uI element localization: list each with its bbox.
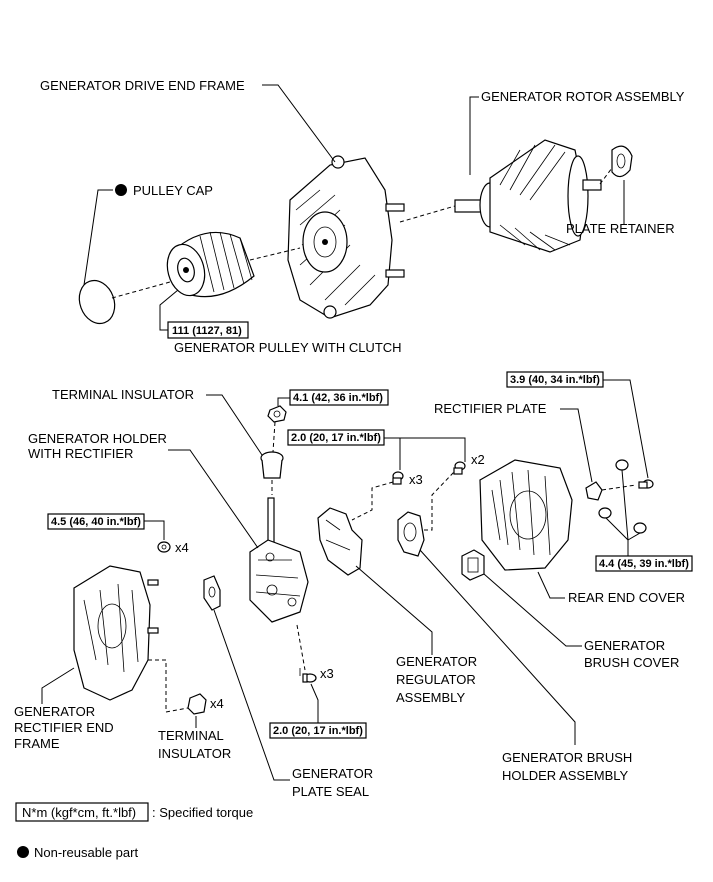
- leader-brush-holder: [419, 549, 576, 745]
- label-brush-holder-2: HOLDER ASSEMBLY: [502, 768, 629, 783]
- svg-text:N*m (kgf*cm, ft.*lbf): N*m (kgf*cm, ft.*lbf): [22, 805, 136, 820]
- torque-box-holder-screws: 2.0 (20, 17 in.*lbf): [269, 683, 367, 739]
- holder-with-rectifier-part: [249, 497, 309, 623]
- drive-end-frame-part: [287, 155, 405, 319]
- label-pulley-with-clutch: GENERATOR PULLEY WITH CLUTCH: [174, 340, 402, 355]
- label-plate-seal-2: PLATE SEAL: [292, 784, 369, 799]
- plate-seal-part: [203, 575, 221, 611]
- rear-cover-nut-mid-part: [598, 507, 612, 519]
- regulator-assembly-part: [317, 507, 363, 576]
- leader-regulator: [355, 565, 433, 655]
- label-rectifier-end-frame-2: RECTIFIER END: [14, 720, 114, 735]
- svg-text:4.4 (45, 39 in.*lbf): 4.4 (45, 39 in.*lbf): [599, 558, 689, 570]
- svg-text:4.1 (42, 36 in.*lbf): 4.1 (42, 36 in.*lbf): [293, 392, 383, 404]
- svg-text:2.0 (20, 17 in.*lbf): 2.0 (20, 17 in.*lbf): [273, 725, 363, 737]
- svg-text:2.0 (20, 17 in.*lbf): 2.0 (20, 17 in.*lbf): [291, 432, 381, 444]
- label-drive-end-frame: GENERATOR DRIVE END FRAME: [40, 78, 245, 93]
- rear-cover-nut-lower-part: [633, 522, 647, 534]
- leader-rotor-assembly: [469, 96, 479, 175]
- brush-cover-part: [461, 549, 485, 581]
- holder-screw-part: [299, 668, 317, 683]
- leader-rear-end-cover: [537, 571, 565, 599]
- legend-non-reusable: Non-reusable part: [17, 845, 138, 860]
- label-pulley-cap: PULLEY CAP: [133, 183, 213, 198]
- rear-cover-screw-part: [453, 461, 466, 475]
- leader-drive-end-frame: [262, 84, 336, 163]
- label-holder-rectifier-2: WITH RECTIFIER: [28, 446, 133, 461]
- svg-text:111 (1127, 81): 111 (1127, 81): [172, 325, 242, 337]
- rectifier-end-frame-part: [73, 565, 159, 701]
- torque-box-end-frame-nuts: 4.5 (46, 40 in.*lbf): [47, 513, 165, 540]
- rear-end-cover-part: [479, 459, 573, 571]
- leader-terminal-insulator-top: [206, 394, 263, 456]
- label-rectifier-end-frame-1: GENERATOR: [14, 704, 95, 719]
- label-brush-cover-2: BRUSH COVER: [584, 655, 679, 670]
- brush-holder-assembly-part: [397, 511, 425, 557]
- label-regulator-3: ASSEMBLY: [396, 690, 465, 705]
- rectifier-plate-screw-part: [638, 479, 654, 489]
- qty-x4-nuts: x4: [175, 540, 189, 555]
- label-terminal-insulator-top: TERMINAL INSULATOR: [52, 387, 194, 402]
- axis-line-holder-screw: [296, 624, 306, 671]
- label-rotor-assembly: GENERATOR ROTOR ASSEMBLY: [481, 89, 685, 104]
- plate-retainer-part: [611, 145, 633, 178]
- svg-text:: Specified torque: : Specified torque: [152, 805, 253, 820]
- leader-holder-rectifier: [168, 449, 259, 549]
- svg-text:4.5 (46, 40 in.*lbf): 4.5 (46, 40 in.*lbf): [51, 516, 141, 528]
- end-frame-nut-part: [157, 541, 171, 553]
- label-regulator-2: REGULATOR: [396, 672, 476, 687]
- qty-x3-upper: x3: [409, 472, 423, 487]
- torque-box-terminal-nut: 4.1 (42, 36 in.*lbf): [277, 389, 389, 406]
- label-rectifier-plate: RECTIFIER PLATE: [434, 401, 547, 416]
- terminal-insulator-top-part: [260, 451, 284, 479]
- label-terminal-insulator-bottom-1: TERMINAL: [158, 728, 224, 743]
- rotor-assembly-part: [454, 139, 602, 253]
- qty-x2-upper: x2: [471, 452, 485, 467]
- label-rear-end-cover: REAR END COVER: [568, 590, 685, 605]
- axis-line-terminal: [271, 421, 276, 495]
- svg-text:3.9 (40, 34 in.*lbf): 3.9 (40, 34 in.*lbf): [510, 374, 600, 386]
- regulator-screw-part: [392, 471, 404, 485]
- non-reusable-marker-legend: [17, 846, 29, 858]
- label-brush-holder-1: GENERATOR BRUSH: [502, 750, 632, 765]
- axis-line-terminal-insulator-bottom: [148, 659, 189, 713]
- pulley-cap-part: [78, 279, 116, 325]
- leader-brush-cover: [483, 573, 582, 647]
- torque-box-pulley: 111 (1127, 81): [159, 289, 249, 339]
- non-reusable-marker-pulley-cap: [115, 184, 127, 196]
- leader-plate-seal: [213, 609, 290, 781]
- label-plate-seal-1: GENERATOR: [292, 766, 373, 781]
- label-terminal-insulator-bottom-2: INSULATOR: [158, 746, 231, 761]
- pulley-with-clutch-part: [166, 231, 255, 298]
- leader-rectifier-end-frame: [41, 667, 75, 704]
- label-brush-cover-1: GENERATOR: [584, 638, 665, 653]
- label-regulator-1: GENERATOR: [396, 654, 477, 669]
- qty-x4-insulator: x4: [210, 696, 224, 711]
- torque-box-rear-cover-nuts: 4.4 (45, 39 in.*lbf): [595, 469, 693, 572]
- rear-cover-nut-upper-part: [615, 459, 629, 471]
- axis-line-brush-holder: [424, 471, 455, 531]
- torque-box-rectifier-plate-nut: 3.9 (40, 34 in.*lbf): [506, 371, 649, 479]
- terminal-insulator-bottom-part: [187, 693, 207, 715]
- qty-x3-lower: x3: [320, 666, 334, 681]
- leader-rectifier-plate: [560, 408, 593, 483]
- terminal-nut-part: [267, 405, 287, 423]
- label-rectifier-end-frame-3: FRAME: [14, 736, 60, 751]
- rectifier-plate-part: [585, 481, 603, 501]
- leader-pulley-cap: [83, 189, 113, 286]
- label-plate-retainer: PLATE RETAINER: [566, 221, 675, 236]
- svg-text:Non-reusable part: Non-reusable part: [34, 845, 138, 860]
- axis-line-rectifier-plate: [601, 484, 637, 491]
- torque-box-regulator-screws: 2.0 (20, 17 in.*lbf): [287, 429, 466, 470]
- legend-torque: N*m (kgf*cm, ft.*lbf) : Specified torque: [15, 802, 253, 822]
- axis-line-regulator: [351, 481, 394, 521]
- label-holder-rectifier-1: GENERATOR HOLDER: [28, 431, 167, 446]
- axis-line-top: [111, 167, 613, 299]
